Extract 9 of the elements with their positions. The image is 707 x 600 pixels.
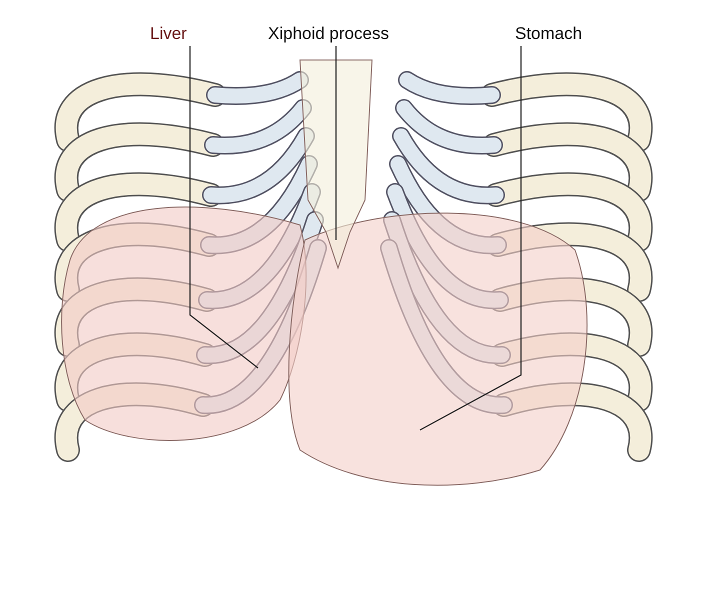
organ-label: Liver (150, 24, 187, 44)
bone-label: Xiphoid process (268, 24, 389, 44)
leader-line (335, 46, 337, 240)
liver-drawing (61, 206, 307, 441)
leader-line (189, 46, 258, 368)
xiphoid-process-drawing (299, 60, 373, 270)
organ-label: Stomach (515, 24, 582, 44)
leader-line (420, 46, 522, 431)
stomach-drawing (288, 212, 588, 486)
